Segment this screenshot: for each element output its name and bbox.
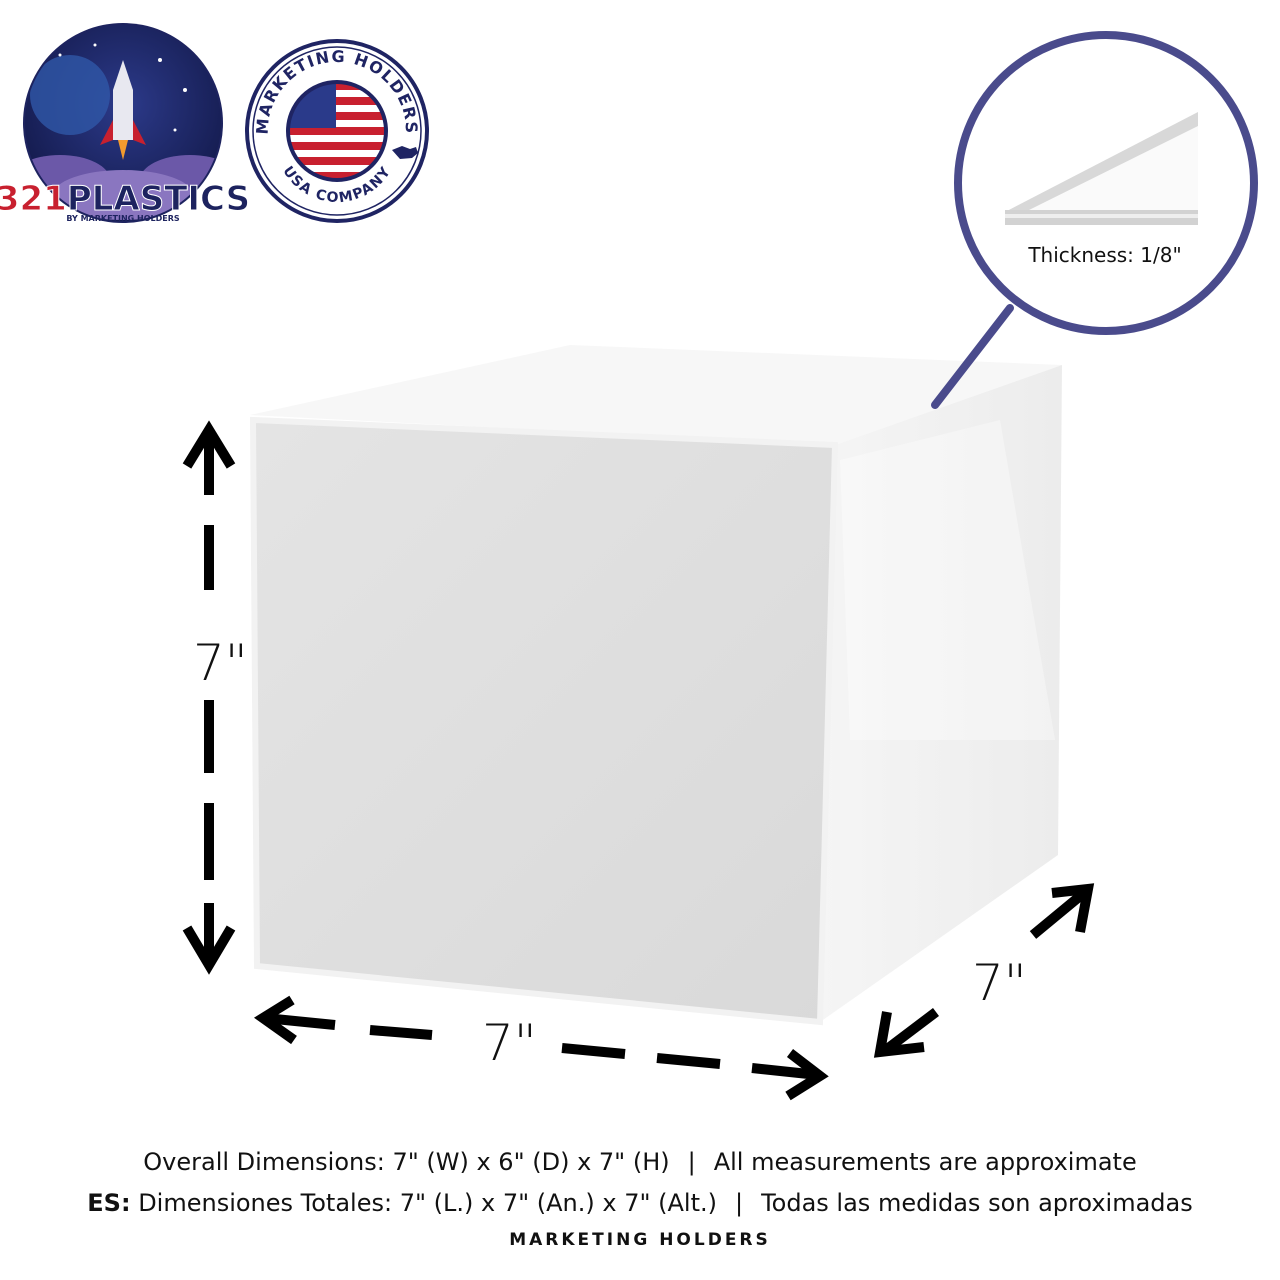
spanish-dimensions-line: ES: Dimensiones Totales: 7" (L.) x 7" (A…	[0, 1189, 1280, 1217]
width-label: 7"	[482, 1014, 537, 1072]
acrylic-box	[249, 345, 1062, 1026]
depth-label: 7"	[972, 954, 1027, 1012]
footer-separator: |	[735, 1189, 744, 1217]
spanish-approximate-note: Todas las medidas son aproximadas	[761, 1189, 1193, 1217]
height-label: 7"	[193, 634, 248, 692]
spanish-dimensions-text: Dimensiones Totales: 7" (L.) x 7" (An.) …	[138, 1189, 717, 1217]
height-dimension-arrow	[182, 420, 236, 975]
width-dimension-arrow	[253, 995, 829, 1101]
depth-dimension-arrow	[873, 883, 1095, 1058]
thickness-label: Thickness: 1/8"	[1028, 243, 1182, 267]
footer-separator: |	[687, 1148, 696, 1176]
plastics-logo: 321PLASTICS BY MARKETING HOLDERS	[0, 23, 251, 223]
brand-footer: MARKETING HOLDERS	[509, 1230, 771, 1250]
overall-dimensions-line: Overall Dimensions: 7" (W) x 6" (D) x 7"…	[0, 1148, 1280, 1176]
thickness-callout	[931, 31, 1258, 409]
usa-company-seal: MARKETING HOLDERS USA COMPANY	[245, 39, 429, 223]
svg-text:321PLASTICS: 321PLASTICS	[0, 179, 250, 219]
svg-text:BY MARKETING HOLDERS: BY MARKETING HOLDERS	[66, 214, 180, 223]
approximate-note: All measurements are approximate	[713, 1148, 1137, 1176]
overall-dimensions-text: Overall Dimensions: 7" (W) x 6" (D) x 7"…	[143, 1148, 670, 1176]
es-prefix: ES:	[87, 1189, 131, 1217]
